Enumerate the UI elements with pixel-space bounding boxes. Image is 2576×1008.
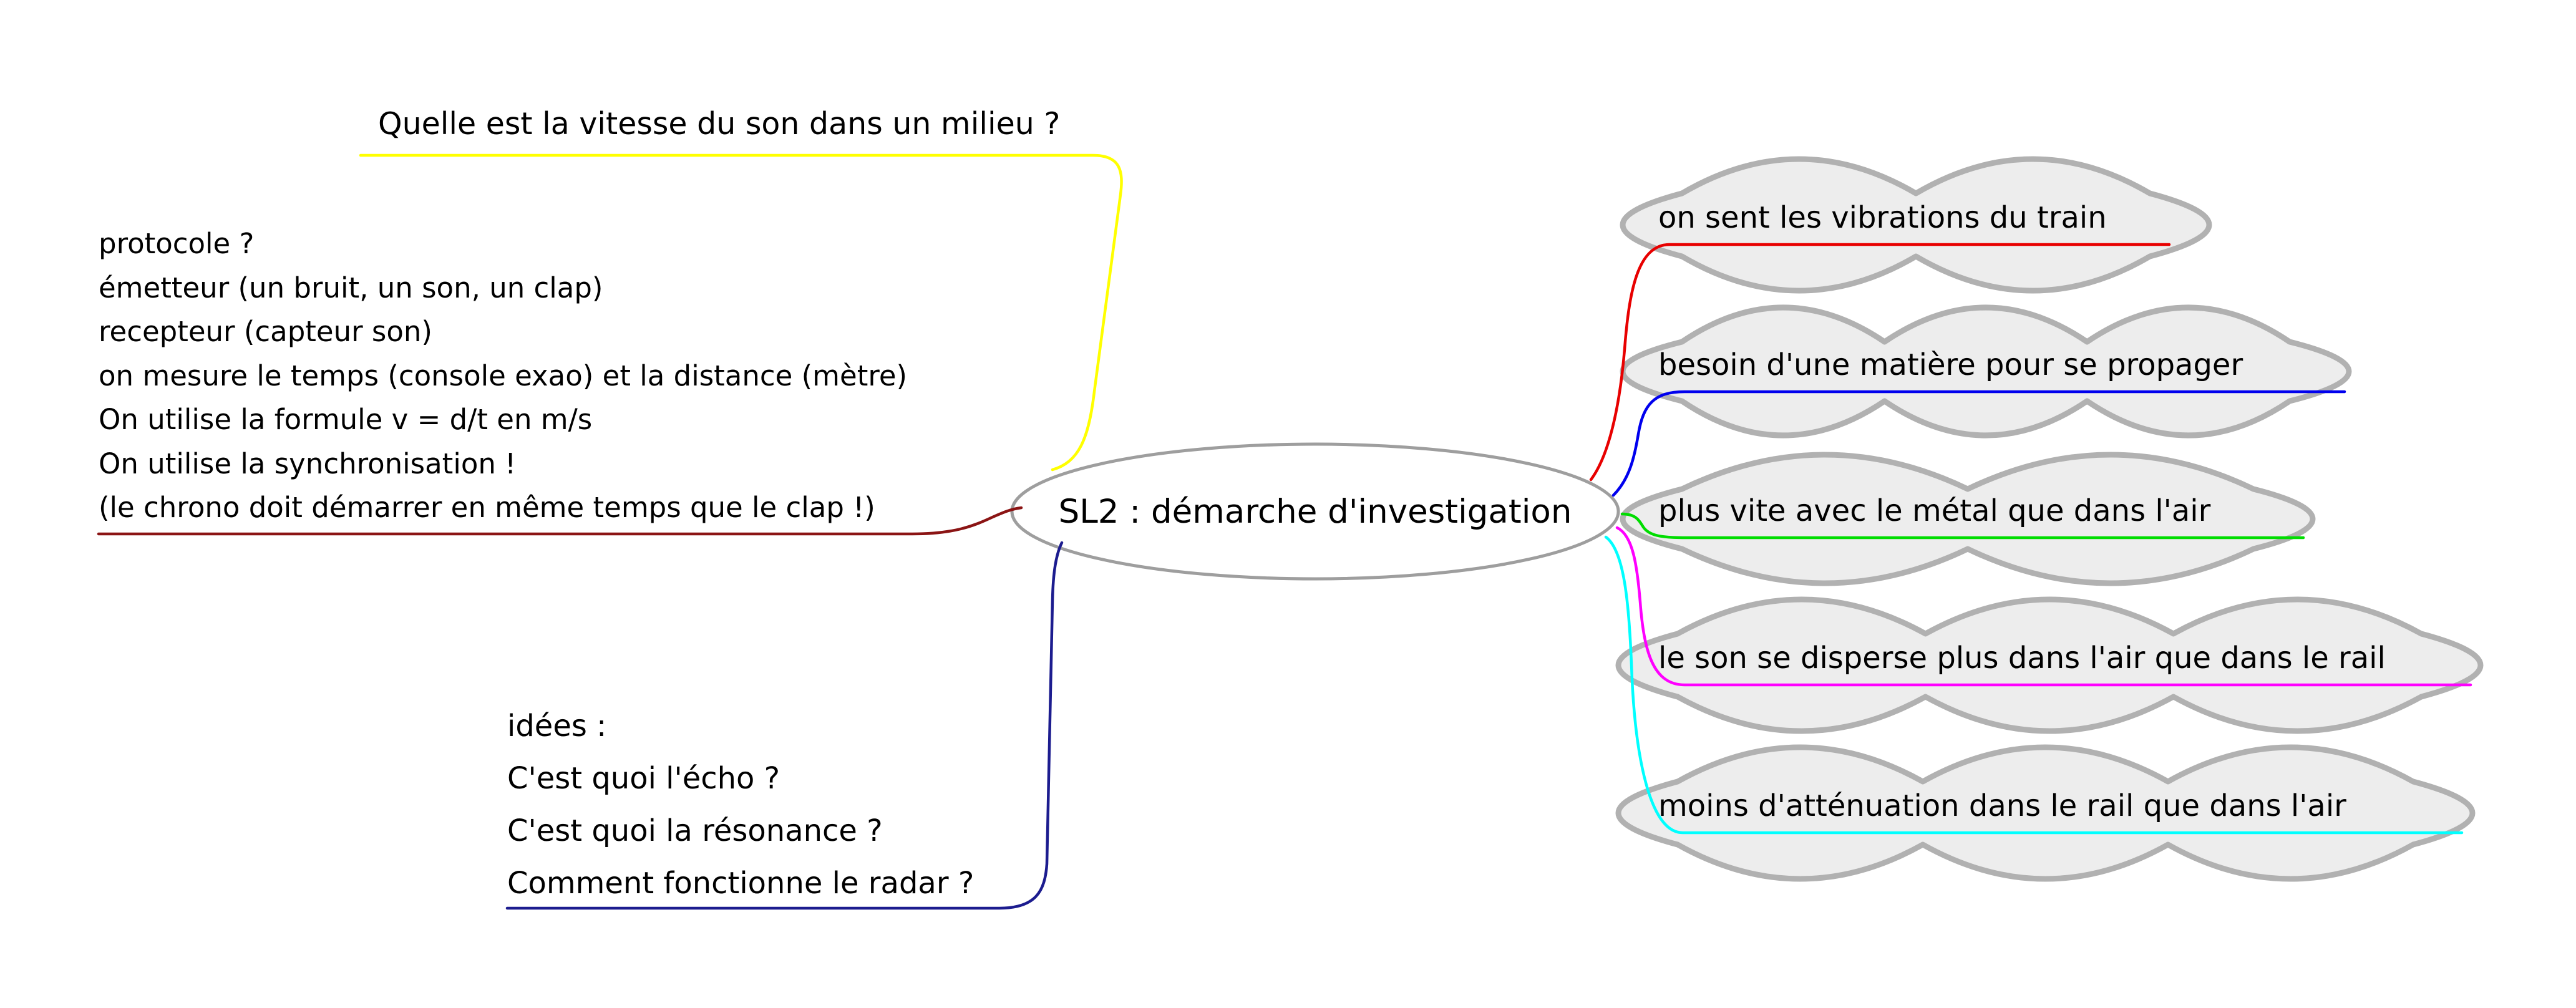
idees-line: idées : [507, 709, 607, 744]
edge-disperse-air [1615, 526, 2472, 687]
cloud-shape-0 [1620, 156, 2212, 294]
protocole-line: émetteur (un bruit, un son, un clap) [99, 271, 603, 304]
edge-question-vitesse [359, 153, 1123, 472]
protocole-line: recepteur (capteur son) [99, 315, 432, 348]
protocole-line: On utilise la formule v = d/t en m/s [99, 403, 593, 436]
idees-line: Comment fonctionne le radar ? [507, 866, 975, 901]
edge-idees [505, 541, 1064, 910]
protocole-line: protocole ? [99, 227, 255, 260]
node-disperse-air[interactable]: le son se disperse plus dans l'air que d… [1658, 641, 2386, 676]
protocole-line: On utilise la synchronisation ! [99, 447, 517, 480]
edge-protocole [97, 506, 1023, 536]
node-attenuation-rail[interactable]: moins d'atténuation dans le rail que dan… [1658, 788, 2346, 823]
idees-line: C'est quoi la résonance ? [507, 813, 883, 848]
edge-matiere-propager [1611, 390, 2346, 497]
protocole-line: on mesure le temps (console exao) et la … [99, 359, 908, 392]
edge-vibrations-train [1589, 243, 2171, 482]
cloud-shape-1 [1620, 304, 2352, 439]
root-node-ellipse[interactable] [1010, 442, 1620, 581]
node-vibrations-train[interactable]: on sent les vibrations du train [1658, 200, 2107, 235]
edge-attenuation-rail [1604, 535, 2464, 835]
node-plus-vite-metal[interactable]: plus vite avec le métal que dans l'air [1658, 493, 2211, 528]
node-matiere-propager[interactable]: besoin d'une matière pour se propager [1658, 347, 2243, 382]
node-question-vitesse[interactable]: Quelle est la vitesse du son dans un mil… [378, 106, 1061, 142]
cloud-shape-4 [1615, 744, 2476, 882]
cloud-shape-3 [1615, 596, 2484, 734]
node-protocole[interactable]: protocole ? émetteur (un bruit, un son, … [99, 222, 907, 530]
idees-line: C'est quoi l'écho ? [507, 761, 780, 796]
node-idees[interactable]: idées : C'est quoi l'écho ? C'est quoi l… [507, 700, 974, 909]
cloud-shape-2 [1620, 452, 2316, 586]
protocole-line: (le chrono doit démarrer en même temps q… [99, 491, 875, 524]
edge-plus-vite-metal [1620, 512, 2305, 540]
root-node-label[interactable]: SL2 : démarche d'investigation [1058, 492, 1572, 531]
